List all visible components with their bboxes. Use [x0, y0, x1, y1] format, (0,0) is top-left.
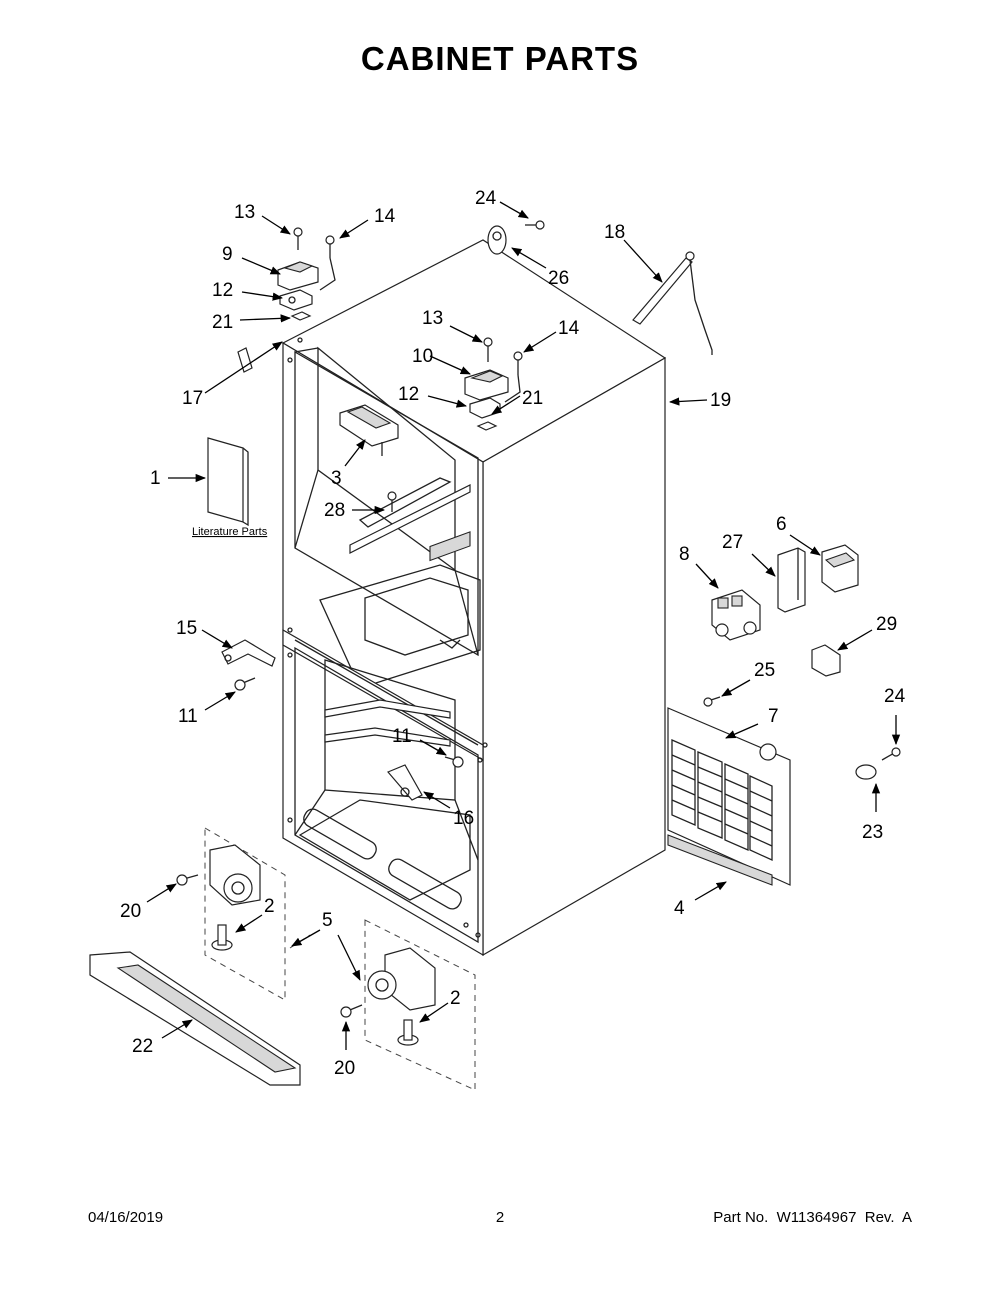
callout-21: 21: [522, 388, 543, 409]
air-duct: [339, 404, 399, 456]
callout-14: 14: [374, 206, 396, 227]
callout-5: 5: [322, 910, 333, 931]
shim: [237, 347, 253, 373]
callout-12: 12: [212, 280, 233, 301]
toe-grille: [89, 951, 301, 1086]
screw-25: [703, 696, 721, 707]
callout-2: 2: [264, 896, 275, 917]
callout-labels: 13 14 9 12 21 17 24 26 18 13 14 10 12 21…: [120, 188, 906, 1079]
cabinet-body: [281, 239, 667, 957]
lower-hinge: [387, 756, 464, 801]
tube-clamp: [855, 747, 901, 780]
callout-2: 2: [450, 988, 461, 1009]
callout-15: 15: [176, 618, 197, 639]
relay-cover: [821, 544, 859, 593]
callout-24: 24: [884, 686, 906, 707]
water-tube: [632, 251, 713, 355]
literature-parts-label: Literature Parts: [192, 526, 268, 538]
clip-29: [811, 644, 841, 677]
callout-6: 6: [776, 514, 787, 535]
callout-13: 13: [234, 202, 255, 223]
callout-1: 1: [150, 468, 161, 489]
roller-left: [176, 827, 286, 1001]
callout-21: 21: [212, 312, 233, 333]
vent-grid: [429, 531, 471, 562]
callout-26: 26: [548, 268, 569, 289]
callout-13: 13: [422, 308, 443, 329]
lift-hook: [487, 220, 545, 255]
callout-arrows: [146, 201, 901, 1050]
callout-16: 16: [453, 808, 474, 829]
mid-hinge: [221, 639, 276, 691]
callout-11: 11: [392, 726, 412, 747]
callout-29: 29: [876, 614, 897, 635]
literature-packet: [207, 437, 249, 527]
callout-9: 9: [222, 244, 233, 265]
footer-page-number: 2: [495, 1209, 505, 1226]
callout-4: 4: [674, 898, 685, 919]
footer-part-number: Part No. W11364967 Rev. A: [713, 1209, 912, 1226]
callout-10: 10: [412, 346, 433, 367]
screw-28: [387, 491, 397, 512]
callout-8: 8: [679, 544, 690, 565]
roller-right: [340, 919, 476, 1091]
callout-18: 18: [604, 222, 625, 243]
callout-20: 20: [120, 901, 141, 922]
callout-25: 25: [754, 660, 775, 681]
callout-23: 23: [862, 822, 883, 843]
callout-20: 20: [334, 1058, 355, 1079]
valve-bracket: [777, 547, 806, 613]
top-hinge-right: [464, 337, 523, 431]
callout-7: 7: [768, 706, 779, 727]
callout-22: 22: [132, 1036, 153, 1057]
machine-compartment-cover: [667, 707, 791, 886]
cover-strip: [667, 834, 773, 886]
callout-12: 12: [398, 384, 419, 405]
top-hinge-left: [277, 227, 336, 343]
callout-28: 28: [324, 500, 345, 521]
page-title: CABINET PARTS: [360, 40, 640, 77]
callout-19: 19: [710, 390, 731, 411]
callout-3: 3: [331, 468, 342, 489]
callout-24: 24: [475, 188, 497, 209]
callout-17: 17: [182, 388, 203, 409]
callout-11: 11: [178, 706, 198, 727]
water-valve: [711, 589, 761, 641]
footer-date: 04/16/2019: [88, 1209, 164, 1226]
callout-27: 27: [722, 532, 743, 553]
callout-14: 14: [558, 318, 580, 339]
